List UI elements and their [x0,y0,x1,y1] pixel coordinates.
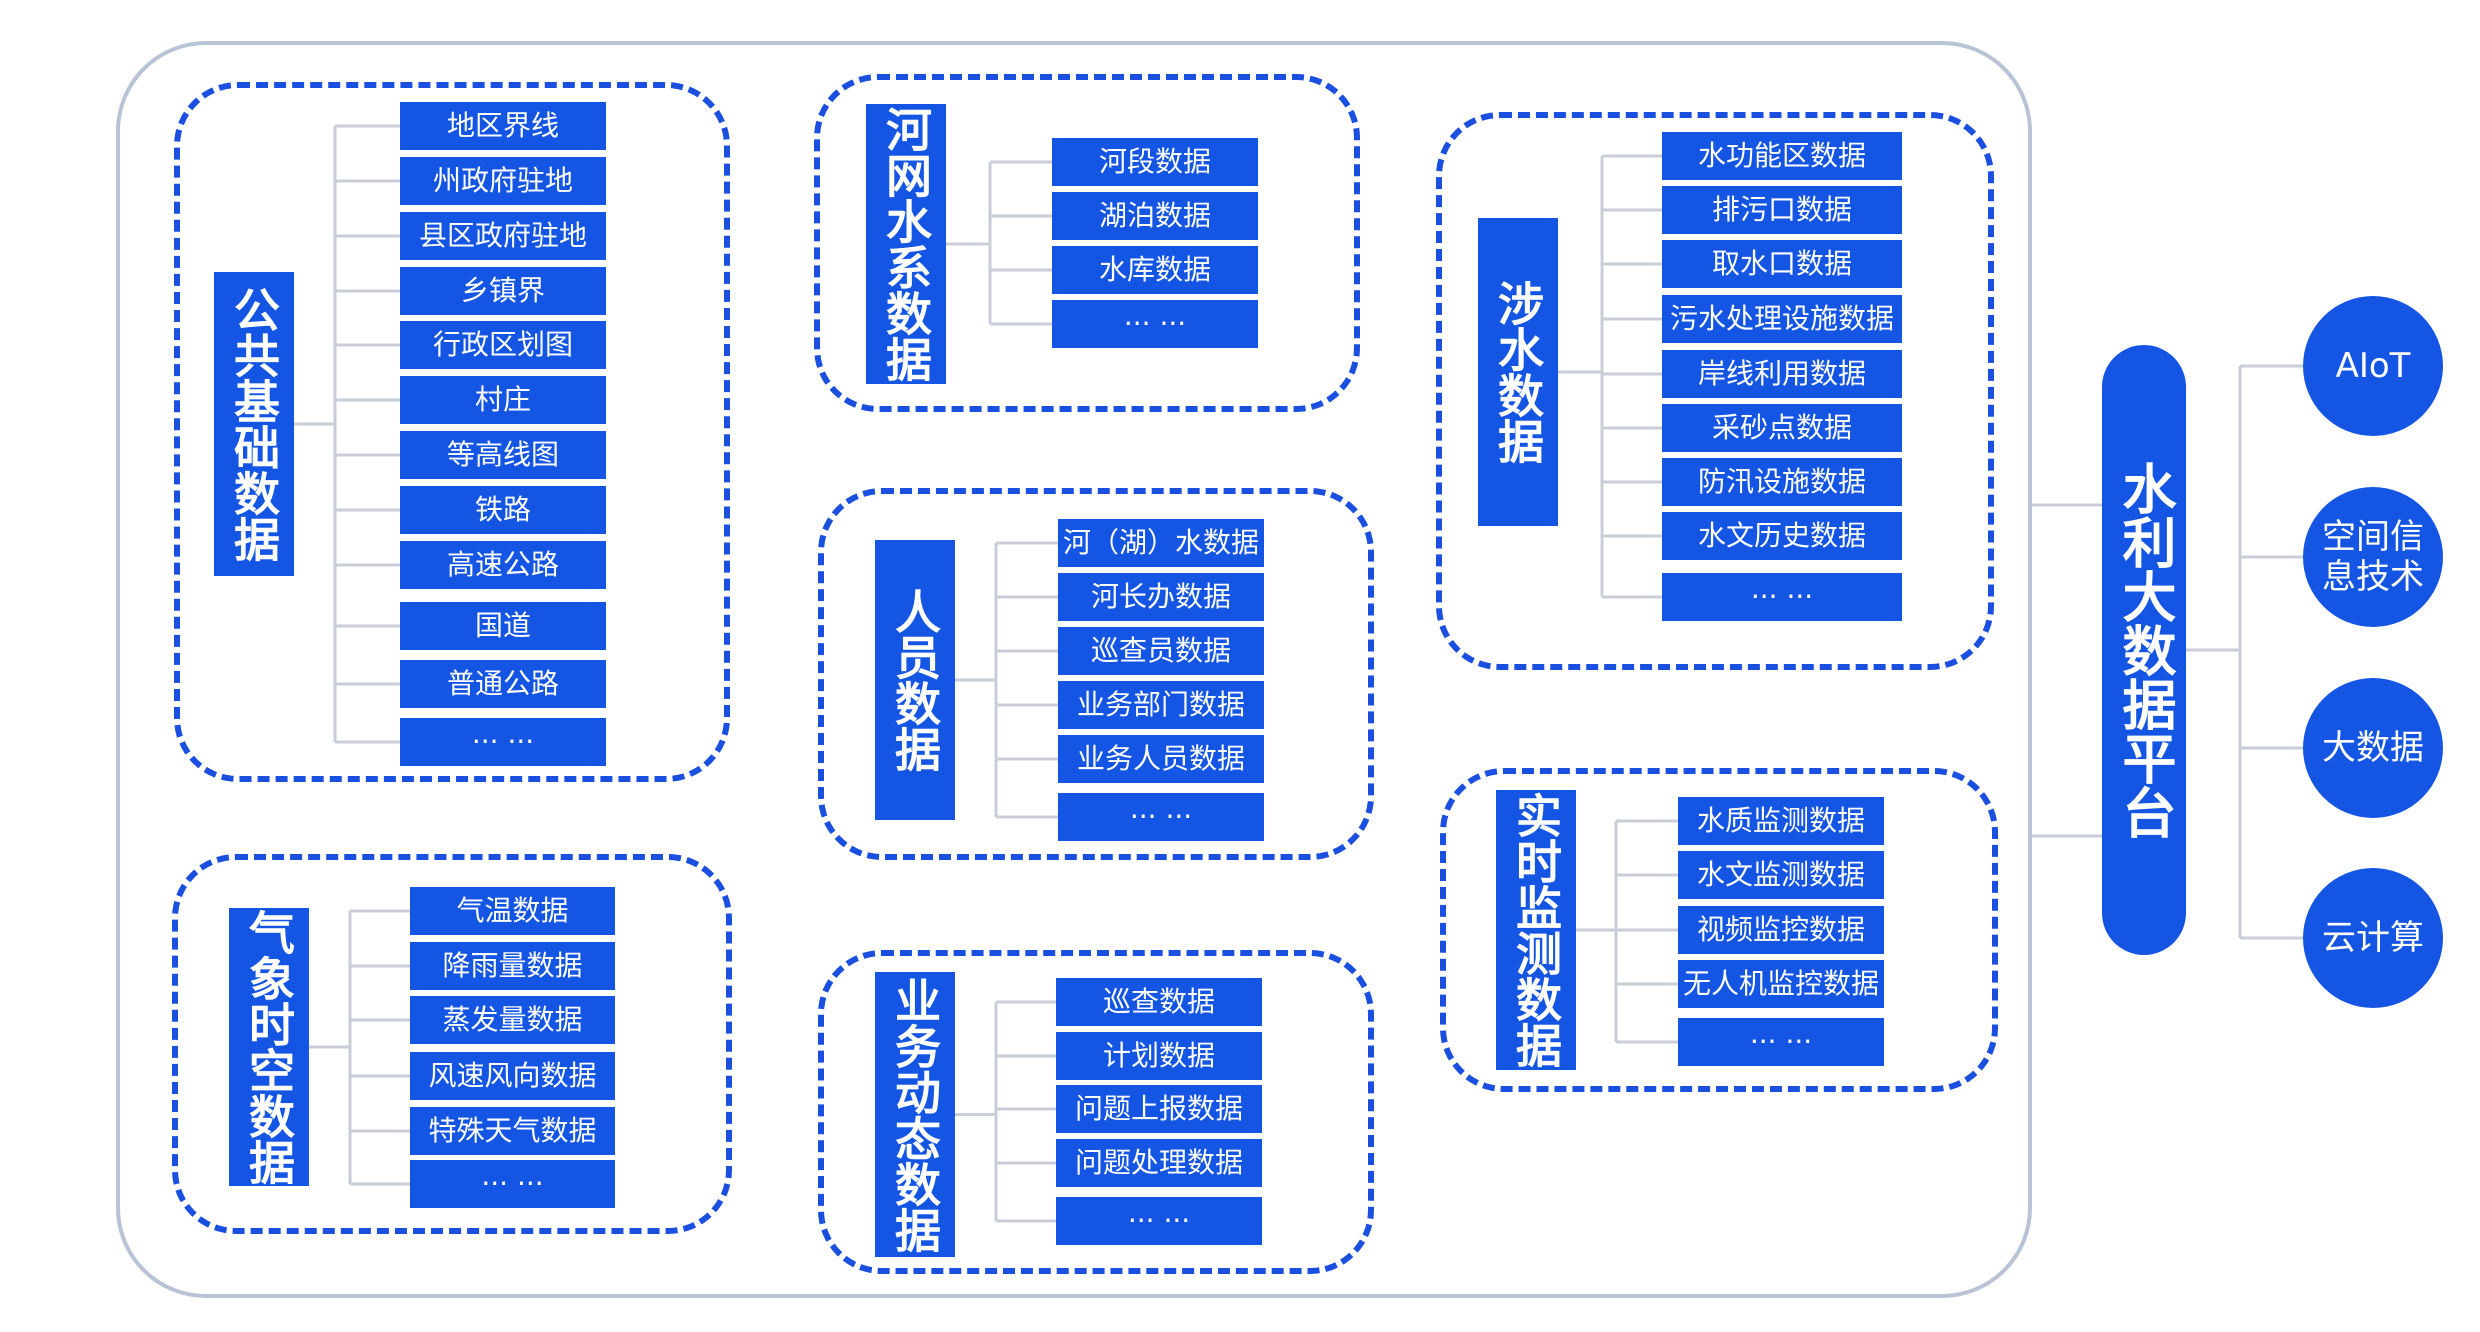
data-item: 等高线图 [400,431,606,479]
data-item: 采砂点数据 [1662,404,1902,452]
data-item: 高速公路 [400,541,606,589]
group-river-network [814,74,1360,412]
tech-label: 大数据 [2322,728,2424,768]
platform-title: 水利大数据平台 [2102,345,2186,955]
tech-label: 云计算 [2322,918,2424,958]
data-item: 巡查数据 [1056,978,1262,1026]
data-item: 污水处理设施数据 [1662,295,1902,343]
data-item: ··· ··· [1058,793,1264,841]
data-item: 行政区划图 [400,321,606,369]
data-item: ··· ··· [410,1160,615,1208]
data-item: 特殊天气数据 [410,1107,615,1155]
tech-label: 空间信息技术 [2322,517,2424,597]
data-item: 水文监测数据 [1678,851,1884,899]
data-item: 乡镇界 [400,267,606,315]
group-business-dynamic [818,950,1374,1274]
data-item: 排污口数据 [1662,186,1902,234]
group-title: 人员数据 [875,540,955,820]
group-meteorology [172,854,732,1234]
data-item: 气温数据 [410,887,615,935]
data-item: 防汛设施数据 [1662,458,1902,506]
data-item: 业务部门数据 [1058,681,1264,729]
data-item: 湖泊数据 [1052,192,1258,240]
data-item: ··· ··· [400,718,606,766]
data-item: 业务人员数据 [1058,735,1264,783]
tech-circle-aiot: AIoT [2303,296,2443,436]
group-title: 涉水数据 [1478,218,1558,526]
data-item: ··· ··· [1052,300,1258,348]
group-title: 公共基础数据 [214,272,294,576]
data-item: 巡查员数据 [1058,627,1264,675]
data-item: 蒸发量数据 [410,996,615,1044]
group-personnel [818,488,1374,860]
data-item: 水质监测数据 [1678,797,1884,845]
data-item: 水库数据 [1052,246,1258,294]
data-item: 铁路 [400,486,606,534]
data-item: 河长办数据 [1058,573,1264,621]
data-item: 降雨量数据 [410,942,615,990]
group-title: 实时监测数据 [1496,790,1576,1070]
group-title: 气象时空数据 [229,908,309,1186]
data-item: 无人机监控数据 [1678,960,1884,1008]
group-realtime-monitoring [1440,768,1998,1092]
group-title: 业务动态数据 [875,972,955,1257]
data-item: ··· ··· [1678,1018,1884,1066]
data-item: 风速风向数据 [410,1052,615,1100]
data-item: 水功能区数据 [1662,132,1902,180]
data-item: 普通公路 [400,660,606,708]
data-item: 国道 [400,602,606,650]
tech-circle-cloud: 云计算 [2303,868,2443,1008]
data-item: 州政府驻地 [400,157,606,205]
data-item: 县区政府驻地 [400,212,606,260]
tech-circle-spatial: 空间信息技术 [2303,487,2443,627]
group-title: 河网水系数据 [866,104,946,384]
tech-circle-bigdata: 大数据 [2303,678,2443,818]
data-item: 岸线利用数据 [1662,350,1902,398]
data-item: ··· ··· [1056,1197,1262,1245]
data-item: 水文历史数据 [1662,512,1902,560]
data-item: 地区界线 [400,102,606,150]
data-item: 河段数据 [1052,138,1258,186]
data-item: 问题上报数据 [1056,1085,1262,1133]
data-item: 视频监控数据 [1678,906,1884,954]
data-item: 村庄 [400,376,606,424]
tech-label: AIoT [2335,346,2411,386]
group-water-related [1436,112,1994,670]
data-item: ··· ··· [1662,573,1902,621]
data-item: 河（湖）水数据 [1058,519,1264,567]
platform-container [116,41,2032,1298]
data-item: 计划数据 [1056,1032,1262,1080]
data-item: 问题处理数据 [1056,1139,1262,1187]
group-public-basic [174,82,730,782]
data-item: 取水口数据 [1662,240,1902,288]
